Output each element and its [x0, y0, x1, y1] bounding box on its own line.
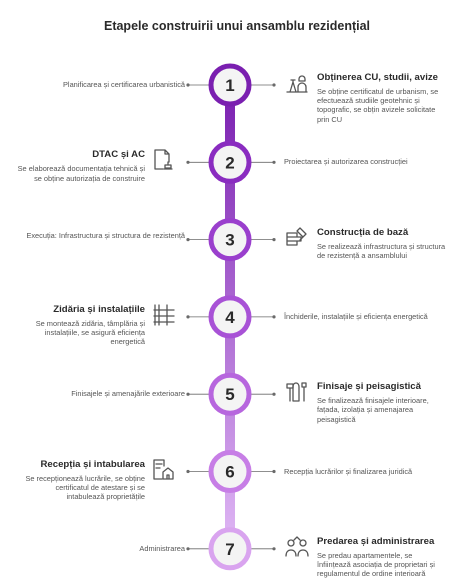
- stage-phase: Execuția: Infrastructura și structura de…: [26, 230, 185, 240]
- connector-dot: [272, 469, 276, 474]
- connector-dot: [272, 315, 276, 319]
- connector-dot: [272, 392, 276, 396]
- wall-icon: [151, 302, 177, 328]
- connector-dot: [186, 469, 190, 474]
- stage-circles: 1 2 3 4 5 6 7: [208, 63, 252, 571]
- stage-heading: Recepția și intabularea: [40, 458, 145, 470]
- connector-dot: [186, 160, 190, 164]
- stage-phase: Proiectarea și autorizarea construcției: [284, 157, 408, 167]
- stage-description: Se elaborează documentația tehnică și se…: [17, 164, 145, 183]
- connector-dot: [272, 83, 276, 87]
- stage-number: 5: [225, 385, 234, 404]
- stage-description: Se montează zidăria, tâmplăria și instal…: [35, 318, 145, 347]
- paint-tools-icon: [284, 379, 310, 405]
- brick-trowel-icon: [284, 225, 310, 251]
- stage-circle: [208, 450, 252, 493]
- stage-heading: Predarea și administrarea: [317, 535, 435, 547]
- stage-description: Se realizează infrastructura și structur…: [317, 241, 446, 260]
- document-stamp-icon: [151, 147, 177, 173]
- residents-icon: [284, 534, 310, 560]
- stage-phase: Finisajele și amenajările exterioare: [71, 389, 185, 399]
- stage-heading: DTAC și AC: [92, 149, 145, 161]
- connector-dot: [186, 315, 190, 319]
- connector-dot: [272, 238, 276, 242]
- stage-description: Se predau apartamentele, se înființează …: [317, 550, 435, 579]
- stage-description: Se recepționează lucrările, se obține ce…: [25, 473, 145, 501]
- stage-phase: Administrarea: [139, 543, 185, 553]
- stage-number: 7: [225, 540, 234, 559]
- stage-circle: [208, 372, 252, 416]
- stage-description: Se finalizează finisajele interioare, fa…: [317, 396, 429, 424]
- stage-circle: [208, 527, 252, 571]
- stage-circle: [208, 218, 252, 262]
- stage-number: 1: [225, 76, 234, 95]
- stage-phase: Recepția lucrărilor și finalizarea jurid…: [284, 466, 413, 476]
- connector-dot: [186, 83, 190, 87]
- stage-number: 6: [225, 463, 234, 482]
- connector-dot: [186, 238, 190, 242]
- house-registry-icon: [151, 457, 177, 483]
- stage-phase: Planificarea și certificarea urbanistică: [63, 80, 185, 89]
- connector-dot: [272, 547, 276, 551]
- stage-heading: Obținerea CU, studii, avize: [317, 72, 439, 83]
- stage-number: 2: [225, 153, 234, 172]
- stage-heading: Zidăria și instalațiile: [53, 303, 145, 315]
- diagram-title: Etapele construirii unui ansamblu rezide…: [103, 19, 371, 33]
- stage-circle: [208, 140, 252, 184]
- connector-dot: [186, 392, 190, 396]
- stage-circle: [208, 295, 252, 339]
- surveyor-icon: [284, 70, 310, 96]
- stage-heading: Construcția de bază: [317, 226, 409, 238]
- connector-dot: [186, 547, 190, 551]
- stage-description: Se obține certificatul de urbanism, se e…: [317, 87, 439, 124]
- connector-dot: [272, 160, 276, 164]
- stage-phase: Închiderile, instalațiile și eficiența e…: [284, 311, 428, 321]
- stage-circle: [208, 63, 252, 107]
- stage-number: 3: [225, 231, 234, 250]
- stage-heading: Finisaje și peisagistică: [317, 381, 421, 393]
- stage-number: 4: [225, 308, 235, 327]
